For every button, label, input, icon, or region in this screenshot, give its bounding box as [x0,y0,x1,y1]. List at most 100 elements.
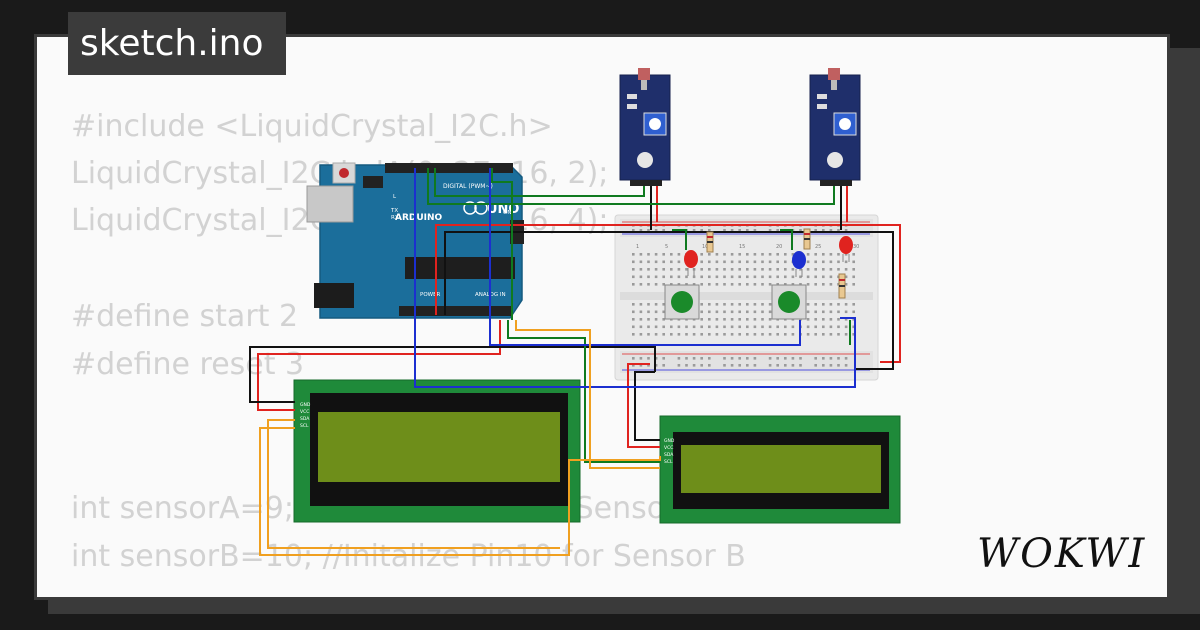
breadboard-hole [852,310,855,314]
breadboard-hole [776,268,779,271]
breadboard-hole [730,253,734,256]
breadboard-hole [746,303,749,306]
breadboard-col-number: 30 [853,244,859,250]
breadboard-hole [844,325,848,329]
infinity-logo-icon [463,201,477,215]
breadboard-hole [723,253,726,256]
wire-orange [515,320,660,469]
breadboard-hole [814,303,817,306]
breadboard-hole [647,318,650,321]
breadboard-hole [814,333,817,336]
breadboard-hole [791,275,795,279]
breadboard-hole [829,253,833,256]
breadboard-hole [768,229,772,232]
breadboard-hole [806,268,810,271]
breadboard-hole [647,325,650,329]
breadboard-hole [723,333,726,336]
pushbutton-cap[interactable] [778,291,800,313]
l-led-label: L [393,194,397,200]
wire-red [627,363,660,448]
breadboard-hole [852,253,855,256]
breadboard-hole [662,303,665,306]
lcd-display-a[interactable]: GND VCC SDA SCL [293,379,581,523]
breadboard-col-number: 15 [739,244,745,250]
breadboard-hole [799,275,802,279]
breadboard-col-number: 1 [636,244,639,250]
breadboard-hole [761,318,764,321]
breadboard-hole [822,357,825,360]
breadboard-hole [761,283,764,286]
icsp-header [363,176,383,188]
breadboard-hole [632,364,635,367]
breadboard-hole [806,333,810,336]
code-line: #define start 2 [71,299,299,334]
breadboard-hole [647,260,650,264]
breadboard-hole [662,275,665,279]
rx-label: RX [391,215,399,221]
breadboard-hole [632,253,635,256]
breadboard-hole [837,229,840,232]
breadboard-hole [715,275,719,279]
arduino-logo-text: ARDUINO [395,213,443,223]
breadboard-hole [730,229,734,232]
breadboard-hole [738,310,741,314]
breadboard-hole [829,275,833,279]
breadboard-hole [829,318,833,321]
breadboard-hole [768,318,772,321]
breadboard-hole [814,318,817,321]
breadboard-hole [761,325,764,329]
lcd-display-b[interactable]: GND VCC SDA SCL [659,415,901,524]
breadboard-hole [768,357,772,360]
breadboard-hole [730,364,734,367]
breadboard-hole [738,325,741,329]
breadboard-hole [829,364,833,367]
pushbutton-cap[interactable] [671,291,693,313]
breadboard-hole [677,333,681,336]
pushbutton-reset[interactable] [771,284,807,320]
breadboard-hole [784,260,787,264]
breadboard-hole [844,318,848,321]
file-tab-title[interactable]: sketch.ino [68,12,286,75]
breadboard-hole [632,283,635,286]
breadboard-hole [768,325,772,329]
breadboard-hole [753,310,757,314]
breadboard-hole [746,310,749,314]
reset-button-cap[interactable] [339,168,349,178]
breadboard-hole [639,325,643,329]
breadboard-hole [806,325,810,329]
breadboard-hole [715,333,719,336]
breadboard-hole [708,253,711,256]
sensor-module-b[interactable] [809,68,861,186]
sensor-module-a[interactable] [619,68,671,186]
breadboard-hole [844,229,848,232]
breadboard-hole [753,260,757,264]
wokwi-logo-text: WOKWI [977,531,1146,577]
power-label: POWER [420,292,441,298]
breadboard-hole [844,283,848,286]
breadboard-hole [844,260,848,264]
breadboard-hole [708,303,711,306]
breadboard-hole [822,325,825,329]
breadboard-hole [700,318,703,321]
breadboard-hole [852,318,855,321]
breadboard-hole [692,275,696,279]
breadboard-hole [814,364,817,367]
breadboard-hole [685,364,688,367]
breadboard-hole [837,303,840,306]
breadboard-hole [662,325,665,329]
lcd-pin-scl: SCL [664,459,673,465]
breadboard-hole [761,303,764,306]
breadboard-hole [799,268,802,271]
breadboard-hole [670,260,673,264]
breadboard-hole [723,275,726,279]
breadboard-hole [814,260,817,264]
breadboard-hole [746,268,749,271]
breadboard-hole [670,268,673,271]
breadboard-hole [791,283,795,286]
breadboard-hole [822,268,825,271]
breadboard-hole [692,325,696,329]
breadboard-hole [761,260,764,264]
breadboard-hole [837,357,840,360]
breadboard-hole [822,260,825,264]
breadboard-hole [662,283,665,286]
